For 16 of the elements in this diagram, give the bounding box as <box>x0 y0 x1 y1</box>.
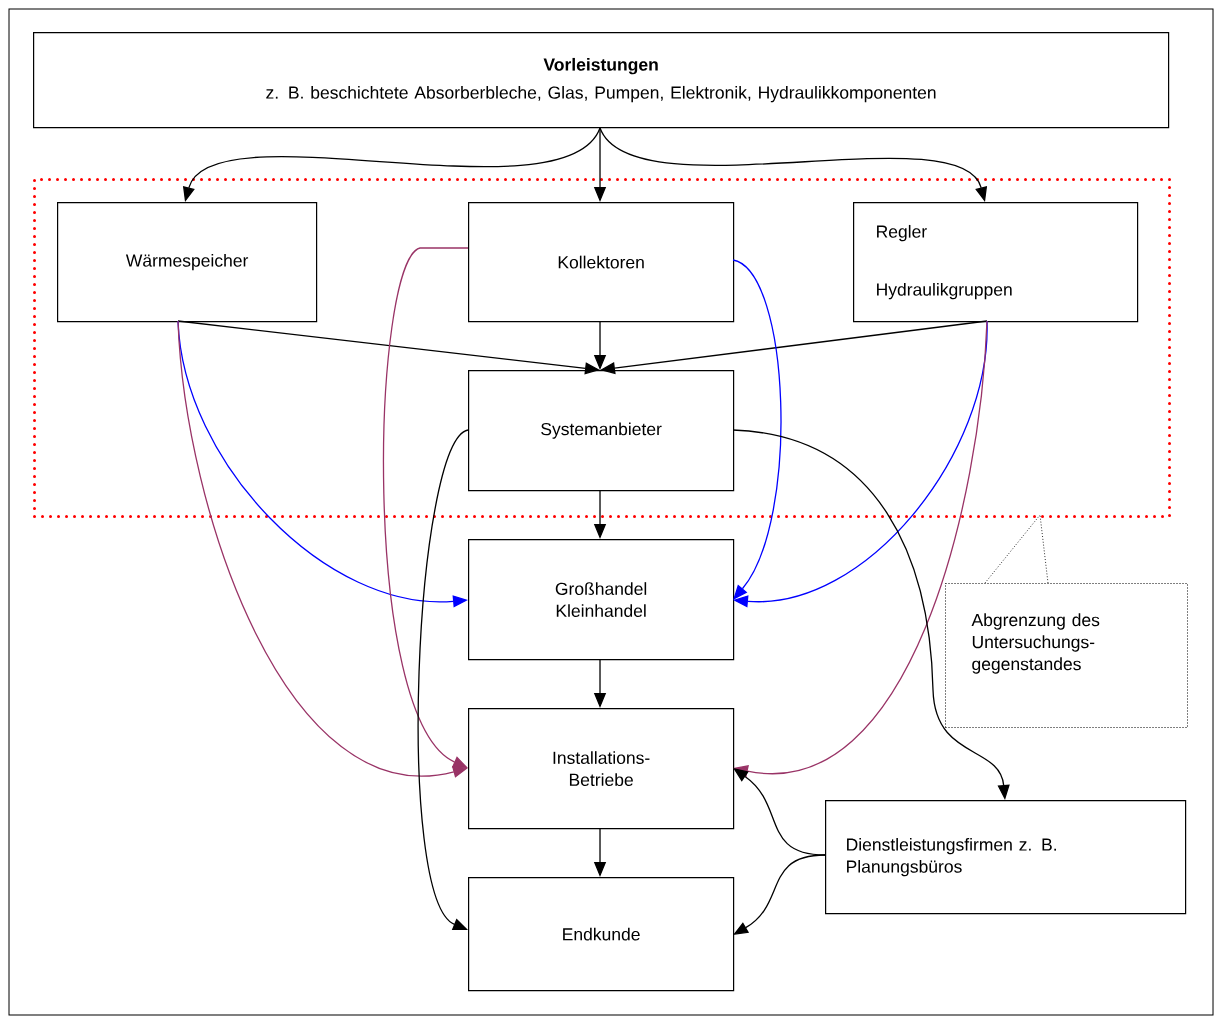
arrow <box>732 259 782 600</box>
process-box: Installations- Betriebe <box>468 708 735 830</box>
arrow <box>383 247 469 768</box>
boundary-frame <box>33 178 1171 518</box>
process-box: Vorleistungen z. B. beschichtete Absorberbleche, Glas, Pumpen, Elektronik, Hydraulikkomponenten <box>33 32 1170 129</box>
process-box: Systemanbieter <box>468 370 735 492</box>
arrow <box>733 854 826 935</box>
process-box: Regler Hydraulikgruppen <box>853 202 1139 323</box>
process-box: Kollektoren <box>468 202 735 323</box>
arrow <box>417 429 469 930</box>
process-box: Großhandel Kleinhandel <box>468 539 735 661</box>
process-box: Wärmespeicher <box>57 202 318 323</box>
process-box: Dienstleistungsfirmen z. B. Planungsbüros <box>825 800 1187 915</box>
leader-line <box>984 514 1049 584</box>
callout-box: Abgrenzung des Untersuchungs- gegenstandes <box>945 583 1188 728</box>
process-box: Endkunde <box>468 877 735 992</box>
